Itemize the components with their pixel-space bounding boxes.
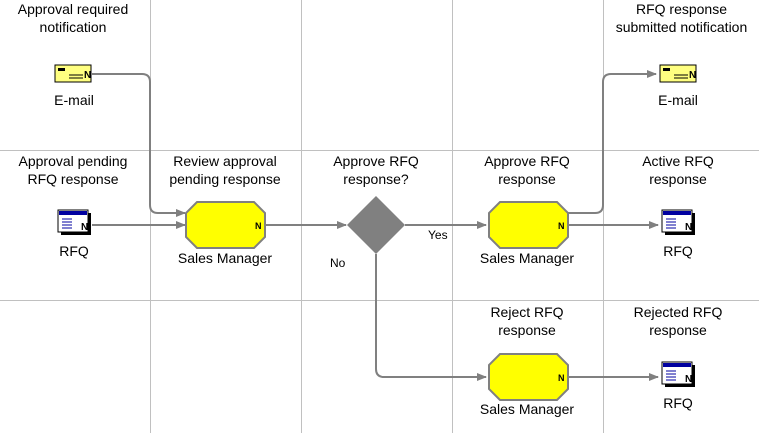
label-rfq-active: RFQ — [663, 243, 693, 259]
label-sales-manager-approve: Sales Manager — [479, 250, 575, 266]
activity-approve-rfq[interactable] — [488, 201, 569, 249]
activity-approve-marker: N — [558, 221, 565, 231]
doc-left-marker: N — [81, 222, 88, 233]
doc-active-marker: N — [685, 222, 692, 233]
connector-approve-to-email — [567, 70, 657, 214]
label-yes: Yes — [428, 228, 448, 242]
doc-rejected-marker: N — [685, 374, 692, 385]
label-no: No — [330, 256, 346, 270]
label-rejected-rfq: Rejected RFQ response — [633, 304, 723, 338]
label-rfq-rejected: RFQ — [663, 395, 693, 411]
label-email-left: E-mail — [54, 92, 94, 108]
connector-decision-no — [375, 254, 487, 381]
label-active-rfq: Active RFQ response — [642, 153, 714, 187]
activity-review-marker: N — [255, 221, 262, 231]
label-rfq-submitted: RFQ response submitted notification — [615, 1, 748, 35]
label-approve-rfq: Approve RFQ response — [484, 153, 570, 187]
connectors — [92, 70, 659, 381]
activity-review-approval[interactable] — [185, 201, 266, 249]
label-reject-rfq: Reject RFQ response — [490, 304, 564, 338]
label-approve-question: Approve RFQ response? — [333, 153, 419, 187]
label-approval-required: Approval required notification — [17, 1, 129, 35]
activity-reject-marker: N — [558, 373, 565, 383]
connector-email-to-review — [92, 73, 186, 217]
label-rfq-left: RFQ — [59, 243, 89, 259]
label-review-approval: Review approval pending response — [169, 153, 281, 187]
label-sales-manager-review: Sales Manager — [177, 250, 273, 266]
label-email-right: E-mail — [658, 92, 698, 108]
envelope-right-marker: N — [689, 70, 696, 81]
envelope-left-marker: N — [84, 70, 91, 81]
label-approval-pending: Approval pending RFQ response — [18, 153, 128, 187]
activity-reject-rfq[interactable] — [488, 353, 569, 401]
decision-approve-rfq[interactable] — [347, 196, 405, 254]
label-sales-manager-reject: Sales Manager — [479, 401, 575, 417]
